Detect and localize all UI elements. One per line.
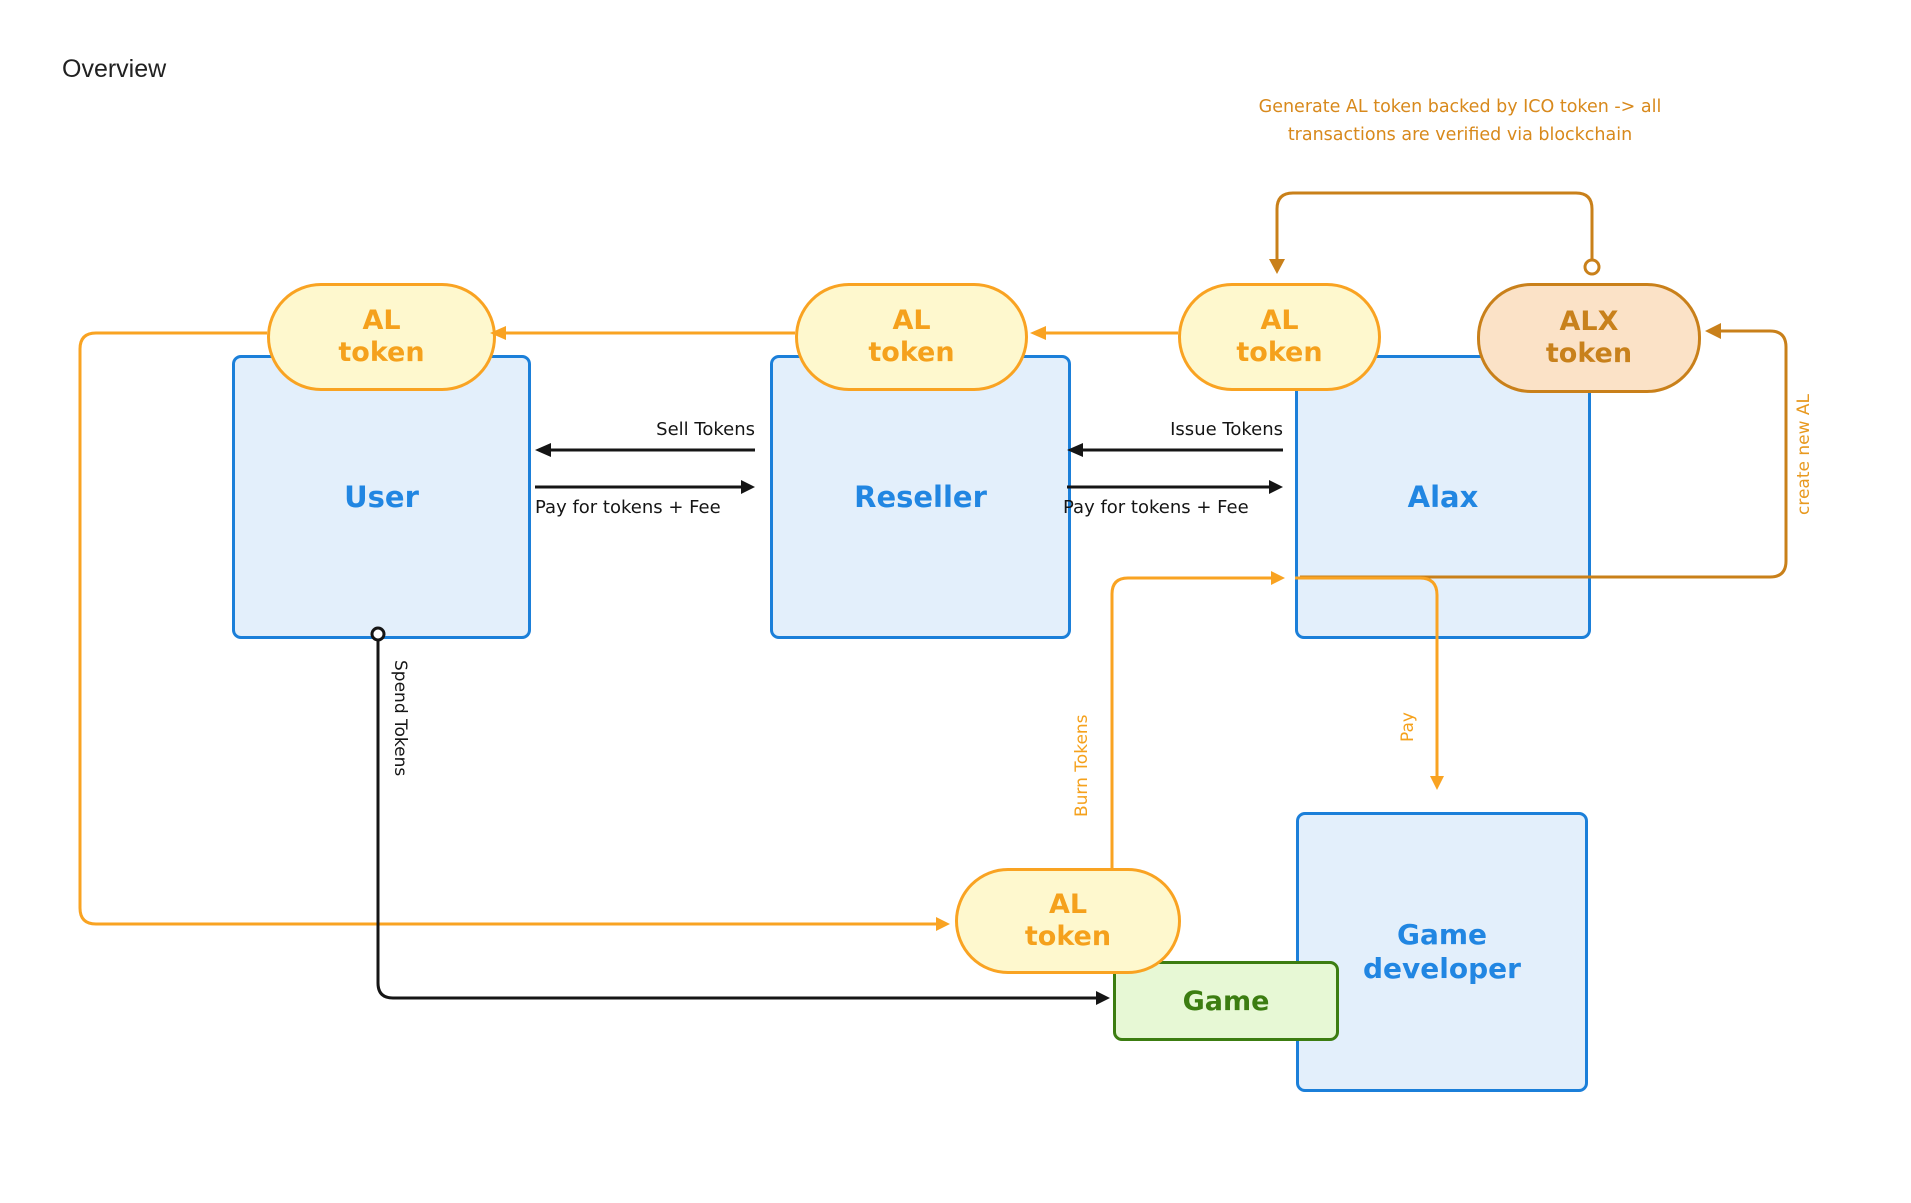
pill-al-token-user: AL token [267, 283, 496, 391]
arrowhead-pay-fee-left [741, 480, 755, 494]
node-alax-label: Alax [1407, 479, 1479, 514]
edge-label-sell-tokens: Sell Tokens [656, 419, 755, 440]
pill-alx-token-label: ALX token [1545, 306, 1633, 369]
edge-label-pay-fee-right: Pay for tokens + Fee [1063, 497, 1249, 518]
node-user: User [232, 355, 531, 639]
arrowhead-into-game-developer [1430, 776, 1444, 790]
page-title: Overview [62, 55, 167, 83]
pill-al-token-user-label: AL token [338, 305, 425, 368]
pill-al-token-reseller: AL token [795, 283, 1028, 391]
edge-label-pay-fee-left: Pay for tokens + Fee [535, 497, 721, 518]
edge-burn-tokens [1110, 576, 1271, 868]
pill-al-token-alax-label: AL token [1236, 305, 1323, 368]
arrowhead-into-game [1096, 991, 1110, 1005]
arrowhead-into-al-token-game [936, 917, 950, 931]
pill-al-token-alax: AL token [1178, 283, 1381, 391]
node-reseller-label: Reseller [854, 479, 987, 514]
node-user-label: User [344, 479, 419, 514]
node-game-developer-label: Game developer [1363, 918, 1521, 985]
edge-label-burn-tokens: Burn Tokens [1072, 714, 1092, 817]
arrowhead-into-alx-token [1705, 323, 1721, 339]
blockchain-annotation: Generate AL token backed by ICO token ->… [1258, 97, 1662, 145]
edge-label-create-new-al: create new AL [1794, 393, 1814, 515]
pill-al-token-game-label: AL token [1024, 889, 1112, 952]
node-game: Game [1113, 961, 1339, 1041]
node-reseller: Reseller [770, 355, 1071, 639]
arrowhead-sell-tokens [535, 443, 551, 457]
arrowhead-pay-fee-right [1269, 480, 1283, 494]
edge-label-spend-tokens: Spend Tokens [390, 660, 410, 777]
arrowhead-into-al-token-alax [1269, 259, 1285, 274]
edge-label-pay: Pay [1398, 712, 1418, 742]
node-game-developer: Game developer [1296, 812, 1588, 1092]
edge-alx-to-al-loop [1275, 191, 1601, 276]
arrowhead-into-al-token-reseller [1030, 326, 1046, 340]
node-alax: Alax [1295, 355, 1591, 639]
pill-alx-token: ALX token [1477, 283, 1701, 393]
edge-label-issue-tokens: Issue Tokens [1170, 419, 1283, 440]
pill-al-token-reseller-label: AL token [868, 305, 955, 368]
arrowhead-into-alax [1271, 571, 1285, 585]
node-game-label: Game [1182, 985, 1270, 1017]
pill-al-token-game: AL token [955, 868, 1181, 974]
